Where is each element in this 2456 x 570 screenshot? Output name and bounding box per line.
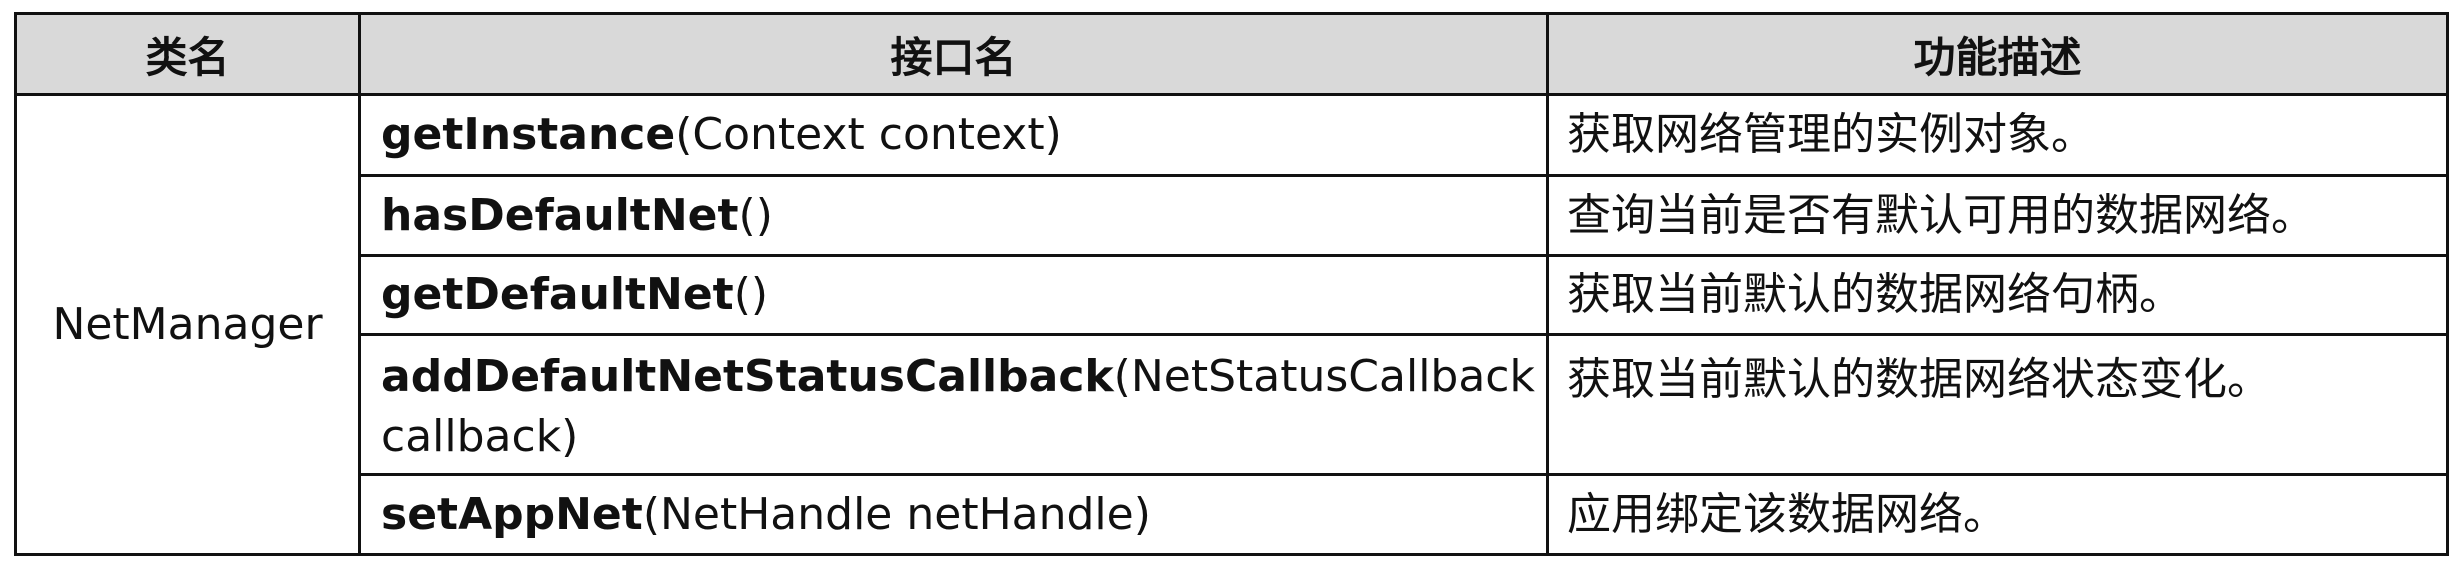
api-method-name: getDefaultNet bbox=[381, 269, 734, 320]
header-interface-name: 接口名 bbox=[358, 12, 1549, 96]
table-header-row: 类名 接口名 功能描述 bbox=[14, 12, 2449, 96]
api-cell: addDefaultNetStatusCallback(NetStatusCal… bbox=[358, 333, 1549, 476]
api-method-args: () bbox=[733, 269, 769, 320]
class-name-cell: NetManager bbox=[14, 93, 361, 556]
api-method-args: () bbox=[738, 189, 773, 241]
table-row: addDefaultNetStatusCallback(NetStatusCal… bbox=[16, 333, 2449, 476]
description-cell: 获取当前默认的数据网络句柄。 bbox=[1546, 254, 2449, 336]
table-row: getDefaultNet() 获取当前默认的数据网络句柄。 bbox=[16, 254, 2449, 336]
api-table: 类名 接口名 功能描述 NetManager getInstance(Conte… bbox=[14, 12, 2449, 556]
api-table-container: 类名 接口名 功能描述 NetManager getInstance(Conte… bbox=[14, 12, 2449, 556]
api-method-name: addDefaultNetStatusCallback bbox=[381, 350, 1114, 402]
description-cell: 获取网络管理的实例对象。 bbox=[1546, 93, 2449, 177]
table-row: NetManager getInstance(Context context) … bbox=[14, 93, 2449, 556]
api-method-name: getInstance bbox=[381, 109, 676, 160]
api-method-args: (NetHandle netHandle) bbox=[642, 488, 1151, 540]
api-cell: getInstance(Context context) bbox=[358, 93, 1549, 177]
header-class-name: 类名 bbox=[14, 12, 361, 96]
api-method-name: hasDefaultNet bbox=[381, 189, 739, 241]
api-cell: setAppNet(NetHandle netHandle) bbox=[358, 473, 1549, 556]
api-method-name: setAppNet bbox=[381, 488, 643, 540]
description-cell: 获取当前默认的数据网络状态变化。 bbox=[1546, 333, 2449, 476]
api-method-args: (NetStatusCallback callback) bbox=[381, 350, 1535, 462]
api-cell: getDefaultNet() bbox=[358, 254, 1549, 336]
table-row: hasDefaultNet() 查询当前是否有默认可用的数据网络。 bbox=[16, 174, 2449, 257]
api-method-args: (Context context) bbox=[675, 109, 1062, 160]
header-description: 功能描述 bbox=[1546, 12, 2449, 96]
description-cell: 查询当前是否有默认可用的数据网络。 bbox=[1546, 174, 2449, 257]
api-cell: hasDefaultNet() bbox=[358, 174, 1549, 257]
table-row: setAppNet(NetHandle netHandle) 应用绑定该数据网络… bbox=[16, 473, 2449, 556]
description-cell: 应用绑定该数据网络。 bbox=[1546, 473, 2449, 556]
